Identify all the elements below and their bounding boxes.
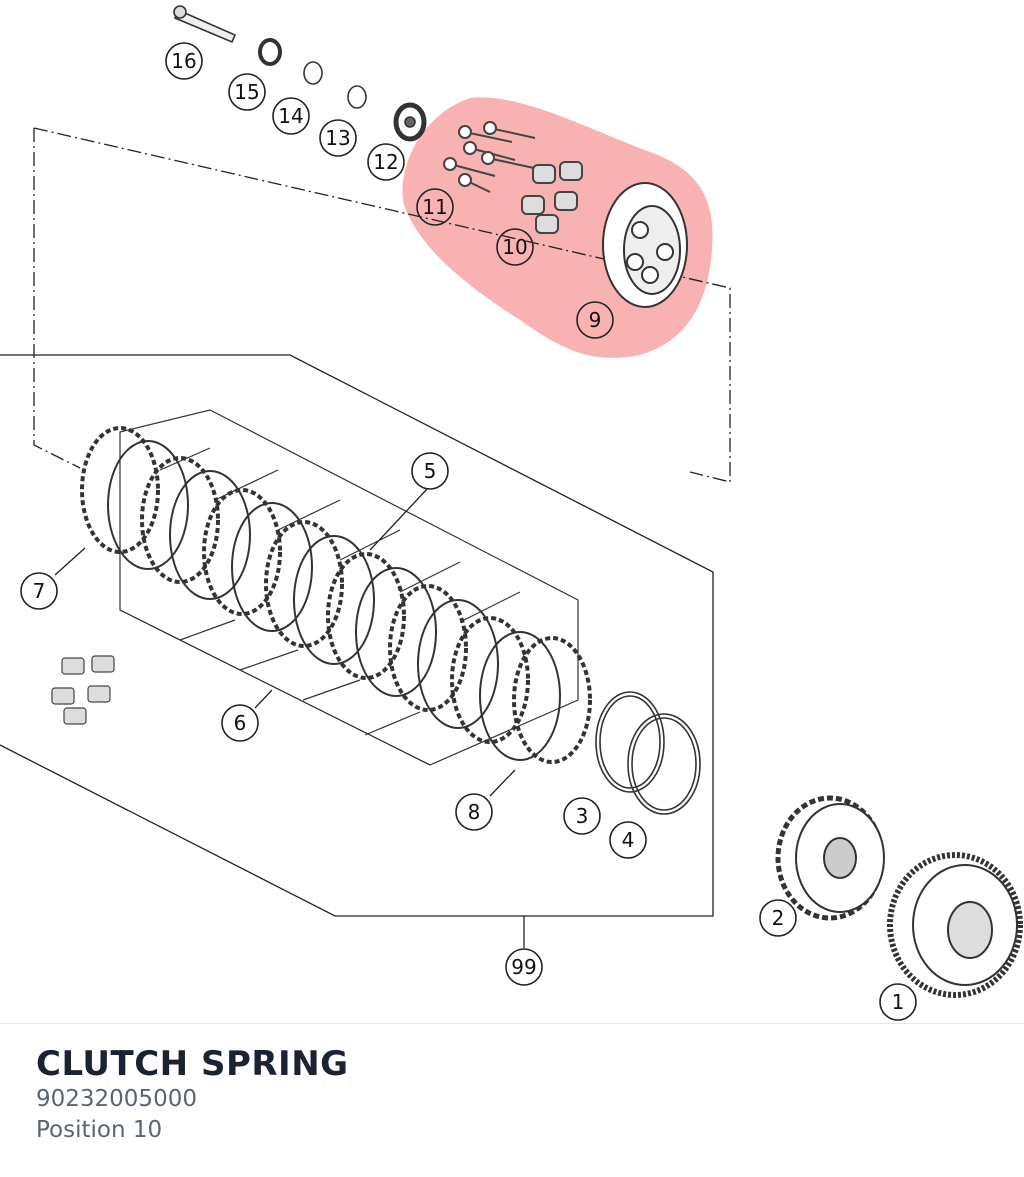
callout-6[interactable]: 6 [221, 704, 259, 742]
svg-text:11: 11 [422, 195, 447, 219]
svg-text:5: 5 [424, 459, 437, 483]
svg-text:9: 9 [589, 308, 602, 332]
svg-text:6: 6 [234, 711, 247, 735]
caption-divider [0, 1023, 1024, 1024]
part-number: 90232005000 [36, 1086, 197, 1112]
clutch-basket [887, 852, 1023, 998]
clutch-springs[interactable] [521, 161, 583, 234]
needle-bearings [51, 655, 115, 725]
pressure-plate-dashdot-outline [33, 127, 731, 483]
shaft-and-washers [173, 5, 427, 142]
svg-text:99: 99 [511, 955, 536, 979]
callout-7[interactable]: 7 [20, 572, 58, 610]
part-position: Position 10 [36, 1117, 163, 1143]
callout-leaders [54, 487, 516, 797]
part-name: CLUTCH SPRING [36, 1044, 349, 1084]
svg-text:15: 15 [234, 80, 259, 104]
callout-11[interactable]: 11 [416, 188, 454, 226]
svg-text:13: 13 [325, 126, 350, 150]
callout-10[interactable]: 10 [496, 228, 534, 266]
part-caption: CLUTCH SPRING 90232005000 Position 10 [36, 1044, 349, 1146]
svg-text:2: 2 [772, 906, 785, 930]
snap-rings [595, 691, 701, 815]
callout-15[interactable]: 15 [228, 73, 266, 111]
clutch-hub [775, 795, 885, 921]
pressure-plate-bolts [443, 121, 536, 193]
callout-16[interactable]: 16 [165, 42, 203, 80]
svg-text:1: 1 [892, 990, 905, 1014]
callout-2[interactable]: 2 [759, 899, 797, 937]
callout-99[interactable]: 99 [505, 948, 543, 986]
svg-text:12: 12 [373, 150, 398, 174]
svg-text:16: 16 [171, 49, 196, 73]
svg-text:14: 14 [278, 104, 303, 128]
exploded-parts-diagram: 16 15 14 13 12 11 10 9 5 7 6 8 3 4 2 1 9… [0, 5, 1023, 1021]
callout-1[interactable]: 1 [879, 983, 917, 1021]
callout-12[interactable]: 12 [367, 143, 405, 181]
callout-3[interactable]: 3 [563, 797, 601, 835]
callout-9[interactable]: 9 [576, 301, 614, 339]
clutch-plates [80, 426, 592, 764]
callout-4[interactable]: 4 [609, 821, 647, 859]
clutch-pack-outline [0, 354, 714, 917]
callout-5[interactable]: 5 [411, 452, 449, 490]
svg-text:8: 8 [468, 800, 481, 824]
callout-8[interactable]: 8 [455, 793, 493, 831]
svg-text:7: 7 [33, 579, 46, 603]
svg-text:4: 4 [622, 828, 635, 852]
svg-text:3: 3 [576, 804, 589, 828]
pressure-plate [602, 182, 688, 308]
callout-14[interactable]: 14 [272, 97, 310, 135]
svg-text:10: 10 [502, 235, 527, 259]
callout-13[interactable]: 13 [319, 119, 357, 157]
plate-grid-lines [119, 409, 579, 766]
